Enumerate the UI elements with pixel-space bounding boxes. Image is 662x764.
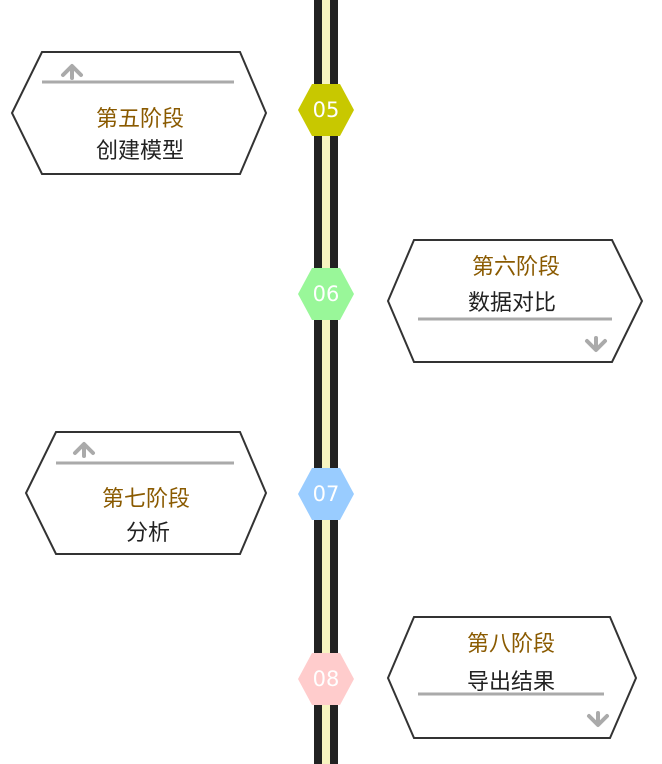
stage-title: 第六阶段 — [472, 255, 560, 280]
stage-description: 创建模型 — [96, 139, 184, 164]
chevron-down-icon[interactable] — [585, 336, 607, 352]
stage-description: 分析 — [126, 521, 170, 546]
stage-number: 06 — [313, 282, 340, 306]
stage-description: 数据对比 — [468, 291, 556, 316]
stage-number: 05 — [313, 98, 340, 122]
stage-title: 第五阶段 — [96, 107, 184, 132]
stage-description: 导出结果 — [467, 670, 555, 695]
chevron-down-icon[interactable] — [587, 711, 609, 727]
stage-number: 07 — [313, 482, 340, 506]
stage-number: 08 — [313, 667, 340, 691]
stage-number-badge — [298, 653, 354, 705]
stage-title: 第八阶段 — [467, 632, 555, 657]
chevron-up-icon[interactable] — [73, 442, 95, 458]
stage-card[interactable] — [386, 239, 644, 363]
timeline-inner-stripe — [322, 0, 330, 764]
stage-number-badge — [298, 268, 354, 320]
stage-title: 第七阶段 — [102, 487, 190, 512]
stage-number-badge — [298, 84, 354, 136]
stage-card[interactable] — [386, 616, 638, 739]
stage-number-badge — [298, 468, 354, 520]
chevron-up-icon[interactable] — [61, 64, 83, 80]
